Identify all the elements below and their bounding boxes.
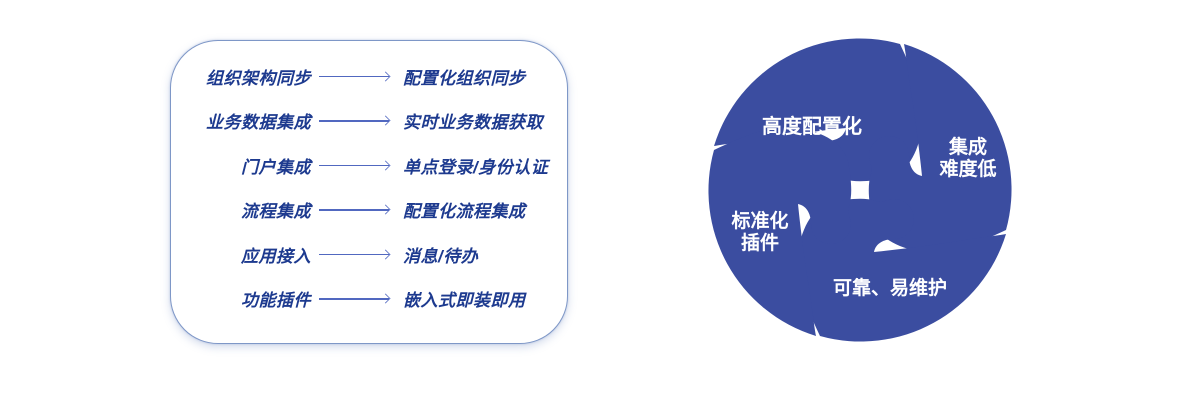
- source-label: 业务数据集成: [206, 113, 311, 133]
- target-label: 消息/待办: [403, 246, 479, 266]
- swirl-label-easy-integration: 集成 难度低: [939, 137, 997, 180]
- integration-mapping-card: 组织架构同步 配置化组织同步 业务数据集成 实时业务数据获取 门户集成 单点登录…: [170, 40, 568, 344]
- swirl-label-configurable: 高度配置化: [762, 116, 862, 138]
- mapping-row: 组织架构同步 配置化组织同步: [171, 54, 567, 99]
- mapping-row: 门户集成 单点登录/身份认证: [171, 143, 567, 188]
- source-label: 流程集成: [241, 202, 311, 222]
- source-label: 组织架构同步: [206, 68, 311, 88]
- swirl-blade: [708, 127, 852, 336]
- swirl-label-standard-plugin: 标准化 插件: [731, 211, 789, 254]
- swirl-pinwheel-graphic: [708, 38, 1012, 342]
- swirl-label-reliable-maintainable: 可靠、易维护: [832, 278, 947, 299]
- source-label: 应用接入: [241, 246, 311, 266]
- arrow-right-icon: [319, 298, 389, 300]
- arrow-right-icon: [319, 209, 389, 211]
- mapping-row: 应用接入 消息/待办: [171, 232, 567, 277]
- arrow-right-icon: [319, 164, 389, 166]
- swirl-blade: [714, 38, 923, 182]
- target-label: 嵌入式即装即用: [403, 291, 526, 311]
- source-label: 功能插件: [241, 291, 311, 311]
- swirl-blade: [868, 44, 1012, 253]
- target-label: 实时业务数据获取: [403, 113, 543, 133]
- target-label: 配置化组织同步: [403, 68, 526, 88]
- arrow-right-icon: [319, 75, 389, 77]
- mapping-row: 流程集成 配置化流程集成: [171, 188, 567, 233]
- arrow-right-icon: [319, 253, 389, 255]
- swirl-blade: [797, 198, 1006, 342]
- capability-swirl: 高度配置化 集成 难度低 标准化 插件 可靠、易维护: [700, 30, 1020, 350]
- target-label: 配置化流程集成: [403, 202, 526, 222]
- source-label: 门户集成: [241, 157, 311, 177]
- mapping-row: 业务数据集成 实时业务数据获取: [171, 99, 567, 144]
- arrow-right-icon: [319, 120, 389, 122]
- mapping-row: 功能插件 嵌入式即装即用: [171, 277, 567, 322]
- target-label: 单点登录/身份认证: [403, 157, 549, 177]
